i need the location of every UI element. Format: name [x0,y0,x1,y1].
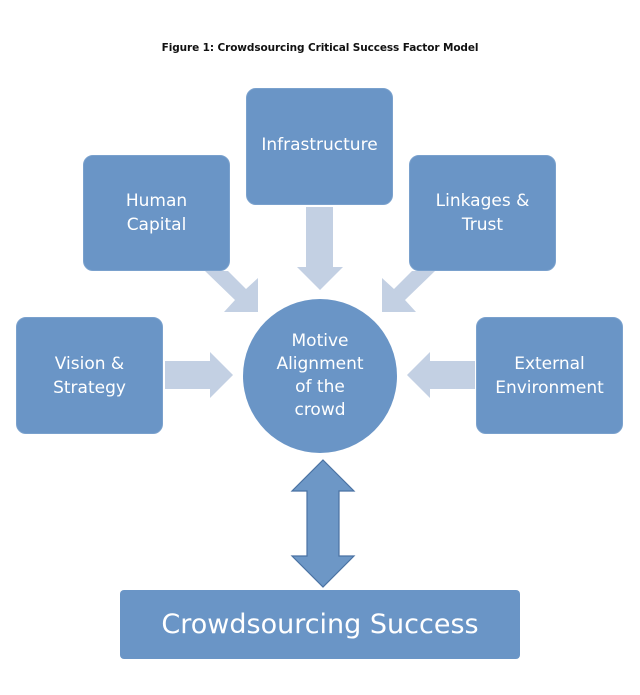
arrow-vision-to-center [165,352,233,398]
node-external-environment-line2: Environment [495,377,604,398]
arrow-human-capital-to-center [205,271,258,312]
node-linkages-trust-line1: Linkages & [435,191,530,211]
node-human-capital-line1: Human [125,191,188,211]
node-external-environment-line1: External [514,353,585,374]
arrow-external-to-center [407,352,475,398]
node-linkages-trust-line2: Trust [461,215,504,235]
node-vision-strategy-line2: Strategy [53,377,126,398]
node-center-line3: of the [295,377,345,397]
node-center-line4: crowd [294,400,346,420]
node-vision-strategy: Vision & Strategy [16,317,163,434]
node-center-line2: Alignment [276,354,364,374]
node-vision-strategy-line1: Vision & [54,353,125,374]
double-arrow-center-to-success [290,459,356,588]
arrow-infrastructure-to-center [297,207,343,290]
node-infrastructure-label: Infrastructure [261,135,378,155]
node-center-line1: Motive [291,331,349,351]
node-external-environment: External Environment [476,317,623,434]
node-linkages-trust: Linkages & Trust [409,155,556,271]
arrow-linkages-to-center [382,271,435,312]
node-motive-alignment: Motive Alignment of the crowd [243,299,397,453]
node-human-capital-line2: Capital [126,215,187,235]
node-crowdsourcing-success: Crowdsourcing Success [120,590,520,659]
node-infrastructure: Infrastructure [246,88,393,205]
figure-title: Figure 1: Crowdsourcing Critical Success… [161,42,479,54]
node-human-capital: Human Capital [83,155,230,271]
node-crowdsourcing-success-label: Crowdsourcing Success [161,609,479,640]
